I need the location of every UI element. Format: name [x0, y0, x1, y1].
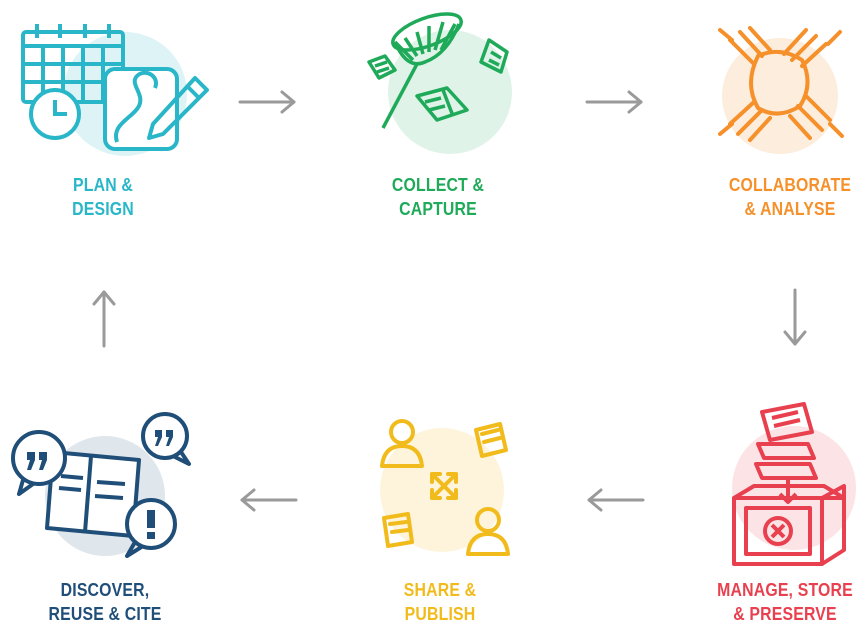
step-label: PLAN & DESIGN — [46, 173, 160, 221]
step-label-line-1: DISCOVER, — [60, 580, 150, 600]
step-label-line-1: SHARE & — [403, 580, 477, 600]
step-label-line-1: COLLABORATE — [728, 175, 852, 195]
step-label-line-2: CAPTURE — [399, 199, 477, 219]
share-people-icon — [380, 419, 510, 556]
step-label-line-2: & PRESERVE — [733, 604, 837, 624]
arrow-down-icon — [783, 288, 807, 346]
step-label: COLLABORATE & ANALYSE — [724, 173, 856, 221]
step-label: SHARE & PUBLISH — [378, 578, 501, 626]
arrow-left-icon — [587, 488, 645, 512]
step-label-line-1: MANAGE, STORE — [717, 580, 853, 600]
step-label: MANAGE, STORE & PRESERVE — [715, 578, 856, 626]
step-label: DISCOVER, REUSE & CITE — [39, 578, 171, 626]
arrow-right-icon — [585, 90, 643, 114]
arrow-right-icon — [238, 90, 296, 114]
quote-bubbles-icon — [11, 412, 191, 558]
joined-hands-icon — [718, 26, 844, 154]
step-label-line-1: COLLECT & — [391, 175, 485, 195]
step-label: COLLECT & CAPTURE — [376, 173, 499, 221]
arrow-up-icon — [92, 290, 116, 348]
step-label-line-2: REUSE & CITE — [48, 604, 162, 624]
step-label-line-1: PLAN & — [72, 175, 134, 195]
step-label-line-2: DESIGN — [72, 199, 134, 219]
butterfly-net-icon — [367, 12, 512, 154]
step-label-line-2: PUBLISH — [404, 604, 476, 624]
safe-documents-icon — [732, 402, 856, 566]
calendar-pencil-icon — [21, 24, 209, 156]
arrow-left-icon — [240, 488, 298, 512]
step-label-line-2: & ANALYSE — [744, 199, 836, 219]
